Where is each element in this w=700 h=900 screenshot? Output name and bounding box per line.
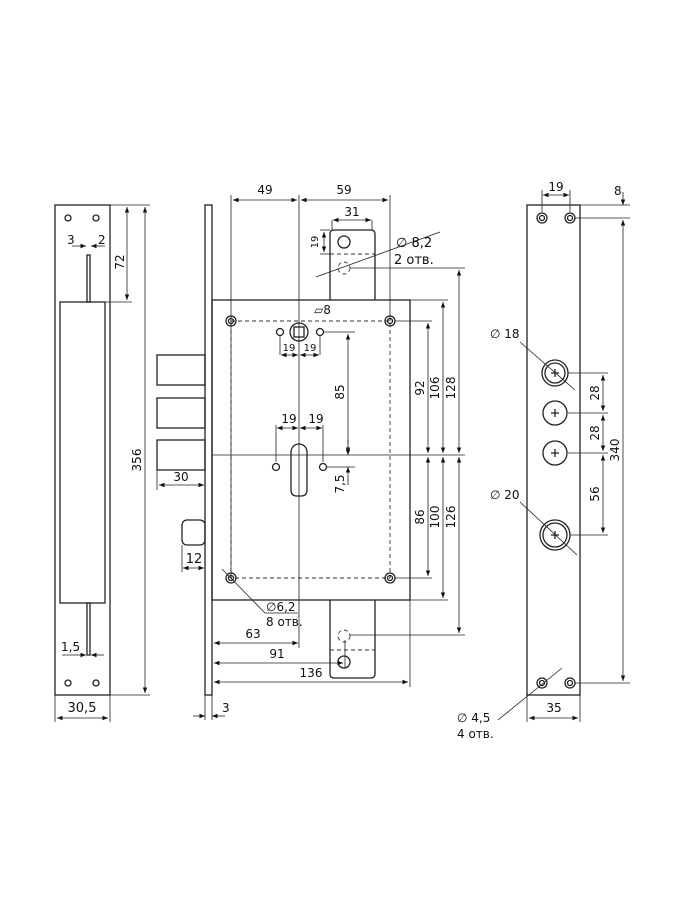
dim-56: 56 <box>588 486 602 501</box>
dim-19-right: 19 <box>548 180 563 194</box>
keyhole-icon <box>290 443 308 497</box>
dim-106: 106 <box>428 377 442 400</box>
mount-hole-icons <box>536 212 576 689</box>
hole-45-dia: ∅ 4,5 <box>457 711 490 725</box>
dim-8: 8 <box>614 184 622 198</box>
dim-19d: 19 <box>308 412 323 426</box>
dia-18: ∅ 18 <box>490 327 520 341</box>
dim-19-top: 19 <box>310 236 321 249</box>
dim-92: 92 <box>413 380 427 395</box>
bolt-end-icons <box>539 359 571 551</box>
dim-63: 63 <box>245 627 260 641</box>
dim-31: 31 <box>344 205 359 219</box>
dim-1-5: 1,5 <box>61 640 80 654</box>
strike-plate-view: 72 356 3 2 1,5 30,5 <box>54 204 150 722</box>
dim-28b: 28 <box>588 425 602 440</box>
dim-85: 85 <box>333 384 347 399</box>
dim-100: 100 <box>428 506 442 529</box>
hole-45-count: 4 отв. <box>457 727 494 741</box>
dim-2: 2 <box>98 233 106 247</box>
dim-86: 86 <box>413 509 427 524</box>
dim-59: 59 <box>336 183 351 197</box>
hole-82-count: 2 отв. <box>394 253 434 268</box>
dim-7-5: 7,5 <box>333 474 347 493</box>
bolt-icons <box>156 354 206 546</box>
dim-30-5: 30,5 <box>68 701 97 716</box>
faceplate-side-view: 19 8 340 28 28 56 ∅ 18 ∅ 20 35 ∅ 4,5 4 о… <box>457 180 630 741</box>
dim-19c: 19 <box>281 412 296 426</box>
dia-20: ∅ 20 <box>490 488 520 502</box>
dim-35: 35 <box>546 701 561 715</box>
hole-82-dia: ∅ 8,2 <box>396 236 432 251</box>
dim-19b: 19 <box>304 343 317 354</box>
dim-340: 340 <box>608 439 622 462</box>
dim-19a: 19 <box>283 343 296 354</box>
dim-49: 49 <box>257 183 272 197</box>
hole-62-dia: ∅6,2 <box>266 600 296 614</box>
dim-28a: 28 <box>588 385 602 400</box>
lock-body-view: 49 59 31 19 ∅ 8,2 2 отв. ▱8 19 19 85 19 … <box>156 183 465 720</box>
dim-126: 126 <box>444 506 458 529</box>
mount-hole-icons <box>64 214 100 687</box>
screw-hole-icons <box>225 315 396 584</box>
dim-356: 356 <box>130 449 144 472</box>
dim-3-faceplate: 3 <box>222 701 230 715</box>
dim-136: 136 <box>300 666 323 680</box>
dim-72: 72 <box>113 254 127 269</box>
dim-128: 128 <box>444 377 458 400</box>
hole-62-count: 8 отв. <box>266 615 303 629</box>
dim-30: 30 <box>173 470 188 484</box>
dim-12: 12 <box>186 552 203 567</box>
dim-91: 91 <box>269 647 284 661</box>
dim-3: 3 <box>67 233 75 247</box>
square-8: ▱8 <box>314 303 331 317</box>
